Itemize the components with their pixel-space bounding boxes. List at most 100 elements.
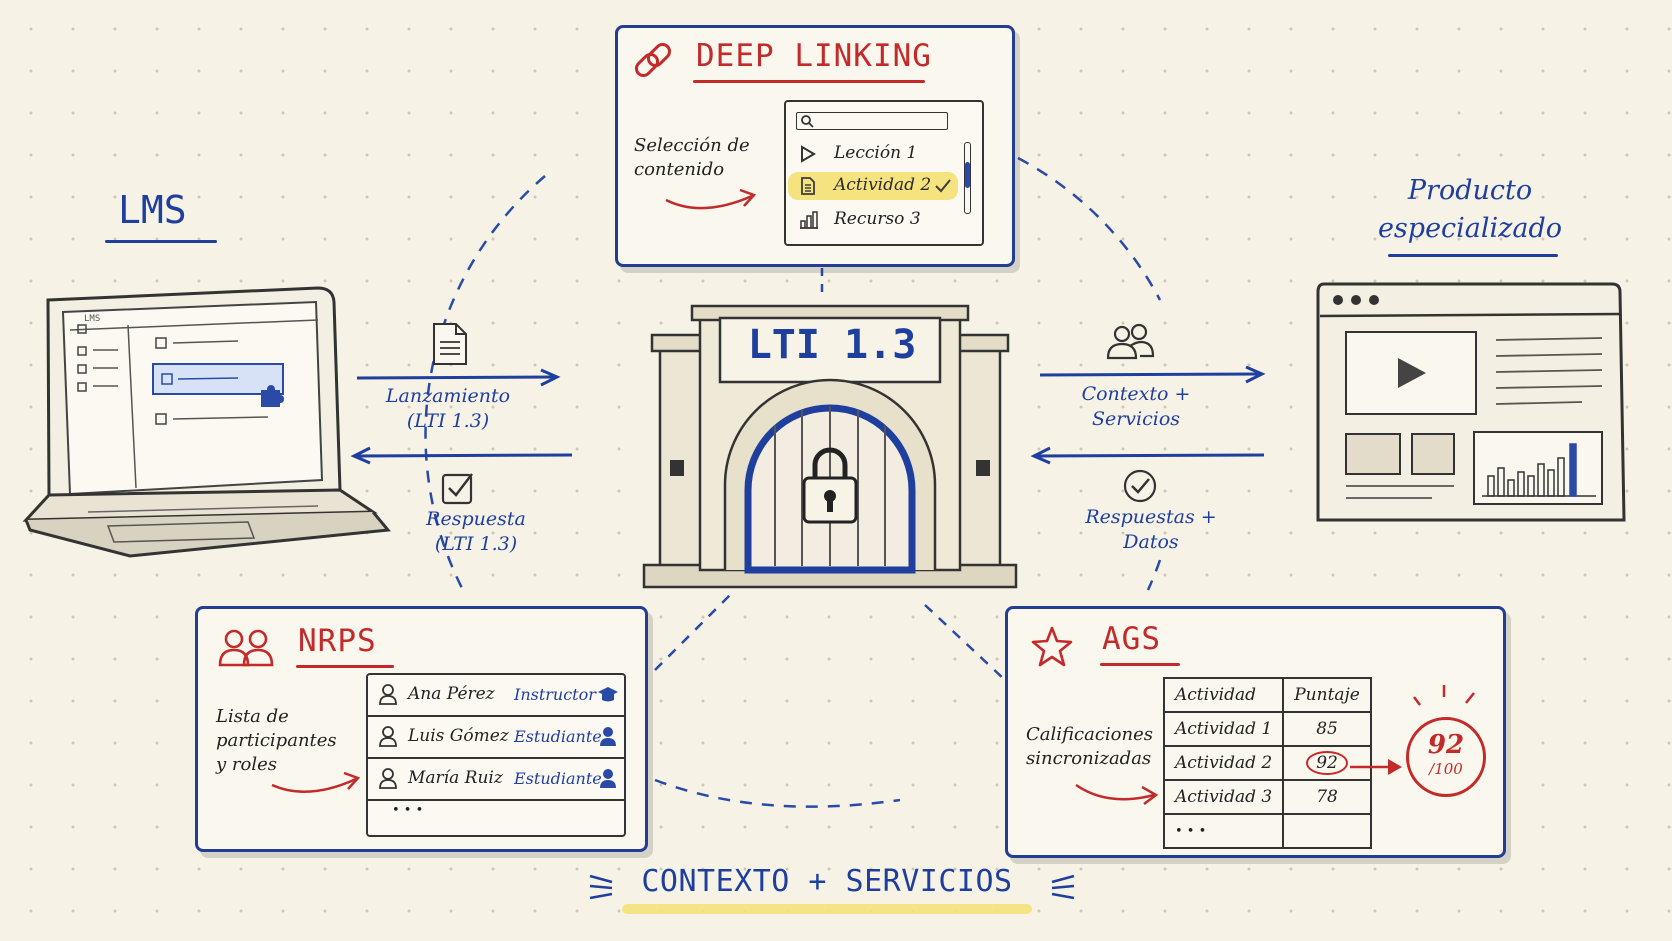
table-row: • • •: [1162, 813, 1372, 849]
participant-name: Ana Pérez: [408, 684, 495, 704]
product-title-line1: Producto: [1407, 175, 1533, 206]
nrps-note-line3: y roles: [216, 754, 277, 775]
checkmark-icon: [935, 179, 951, 193]
launch-arrow: [356, 368, 561, 387]
bar-chart-icon: [800, 211, 818, 229]
laptop-illustration: [22, 286, 391, 558]
ags-note-line1: Calificaciones: [1026, 724, 1153, 745]
grade-score: 92: [1306, 751, 1348, 775]
grade-score-highlighted: 92: [1282, 745, 1372, 781]
participant-row[interactable]: María Ruiz Estudiante: [368, 759, 624, 801]
participants-more: • • •: [392, 803, 424, 818]
participant-row[interactable]: Luis Gómez Estudiante: [368, 717, 624, 759]
check-circle-icon: [1123, 469, 1157, 503]
browser-window-illustration: [1316, 282, 1626, 522]
table-row[interactable]: Actividad 3 78: [1162, 779, 1372, 815]
deep-linking-title: DEEP LINKING: [696, 38, 932, 74]
context-label: Contexto + Servicios: [1066, 382, 1206, 432]
nrps-title-underline: [296, 665, 394, 668]
product-title-line2: especializado: [1377, 213, 1563, 244]
grade-activity: Actividad 3: [1162, 779, 1285, 815]
checkbox-icon: [441, 473, 473, 505]
link-icon: [634, 42, 672, 78]
grades-header-row: Actividad Puntaje: [1162, 677, 1372, 713]
grade-score: 78: [1282, 779, 1372, 815]
ags-title-underline: [1100, 663, 1180, 666]
response-label-line1: Respuesta: [426, 508, 526, 530]
grade-burst-lines: [1413, 685, 1475, 706]
student-icon: [600, 727, 616, 746]
table-row[interactable]: Actividad 2 92: [1162, 745, 1372, 781]
footer-highlight: [622, 904, 1032, 914]
ags-title: AGS: [1102, 621, 1161, 657]
final-grade-badge: 92 /100: [1406, 717, 1486, 797]
content-scrollbar[interactable]: [964, 142, 971, 214]
nrps-note: Lista de participantes y roles: [216, 705, 337, 777]
person-icon: [379, 726, 397, 747]
content-scroll-thumb[interactable]: [965, 162, 970, 188]
grade-activity: Actividad 2: [1162, 745, 1285, 781]
nrps-card: NRPS Lista de participantes y roles Ana …: [195, 606, 648, 852]
deep-linking-pointer-arrow: [665, 188, 757, 210]
context-label-line2: Servicios: [1091, 408, 1181, 430]
content-item-resource-3[interactable]: Recurso 3: [794, 206, 954, 234]
results-arrow: [1030, 446, 1265, 465]
grades-table: Actividad Puntaje Actividad 1 85 Activid…: [1162, 677, 1372, 849]
grades-col-activity: Actividad: [1162, 677, 1285, 713]
content-item-activity-2[interactable]: Actividad 2: [788, 172, 958, 200]
puzzle-icon: [261, 385, 284, 407]
launch-label-line1: Lanzamiento: [385, 385, 511, 407]
gate-illustration: [642, 304, 1018, 589]
student-icon: [600, 769, 616, 788]
context-label-line1: Contexto +: [1081, 383, 1191, 405]
results-label: Respuestas + Datos: [1076, 505, 1226, 555]
grade-sync-arrow: [1350, 759, 1402, 775]
nrps-pointer-arrow: [271, 771, 361, 793]
grade-score: 85: [1282, 711, 1372, 747]
ags-card: AGS Calificaciones sincronizadas Activid…: [1005, 606, 1506, 858]
person-icon: [379, 768, 397, 789]
participant-name: Luis Gómez: [408, 726, 509, 746]
footer-left-burst: [589, 874, 613, 900]
final-grade-total: /100: [1429, 760, 1463, 778]
participants-list: Ana Pérez Instructor Luis Gómez Estudian…: [366, 673, 626, 837]
content-item-label: Recurso 3: [834, 209, 921, 229]
results-label-line1: Respuestas +: [1085, 506, 1217, 528]
grade-activity: Actividad 1: [1162, 711, 1285, 747]
lms-title: LMS: [118, 188, 187, 232]
table-row[interactable]: Actividad 1 85: [1162, 711, 1372, 747]
participant-role: Estudiante: [514, 727, 602, 746]
participant-row[interactable]: Ana Pérez Instructor: [368, 675, 624, 717]
content-search-input[interactable]: [796, 112, 948, 130]
response-label: Respuesta (LTI 1.3): [406, 507, 546, 557]
gate-title: LTI 1.3: [747, 322, 917, 368]
response-label-line2: (LTI 1.3): [434, 533, 518, 555]
grades-more-empty: [1282, 813, 1372, 849]
play-icon: [801, 145, 816, 163]
ags-note-line2: sincronizadas: [1026, 748, 1152, 769]
lms-title-underline: [105, 240, 217, 243]
deep-linking-title-underline: [693, 80, 925, 83]
content-picker: Lección 1 Actividad 2 Recurso 3: [784, 100, 984, 246]
participant-name: María Ruiz: [408, 768, 503, 788]
participant-role: Instructor: [514, 685, 596, 704]
deep-linking-note-line2: contenido: [634, 159, 725, 180]
ags-note: Calificaciones sincronizadas: [1026, 723, 1153, 771]
users-icon: [1106, 323, 1155, 360]
document-icon: [433, 323, 467, 365]
nrps-note-line2: participantes: [216, 730, 337, 751]
nrps-note-line1: Lista de: [216, 706, 289, 727]
final-grade-value: 92: [1427, 730, 1465, 760]
participant-role: Estudiante: [514, 769, 602, 788]
results-label-line2: Datos: [1123, 531, 1179, 553]
content-item-label: Actividad 2: [834, 175, 932, 195]
response-arrow: [350, 446, 573, 465]
launch-label-line2: (LTI 1.3): [406, 410, 490, 432]
content-item-lesson-1[interactable]: Lección 1: [794, 140, 954, 168]
content-item-label: Lección 1: [834, 143, 918, 163]
footer-label: CONTEXTO + SERVICIOS: [641, 864, 1013, 899]
document-icon: [801, 177, 815, 195]
star-icon: [1031, 626, 1073, 667]
nrps-title: NRPS: [298, 623, 377, 659]
grades-col-score: Puntaje: [1282, 677, 1372, 713]
